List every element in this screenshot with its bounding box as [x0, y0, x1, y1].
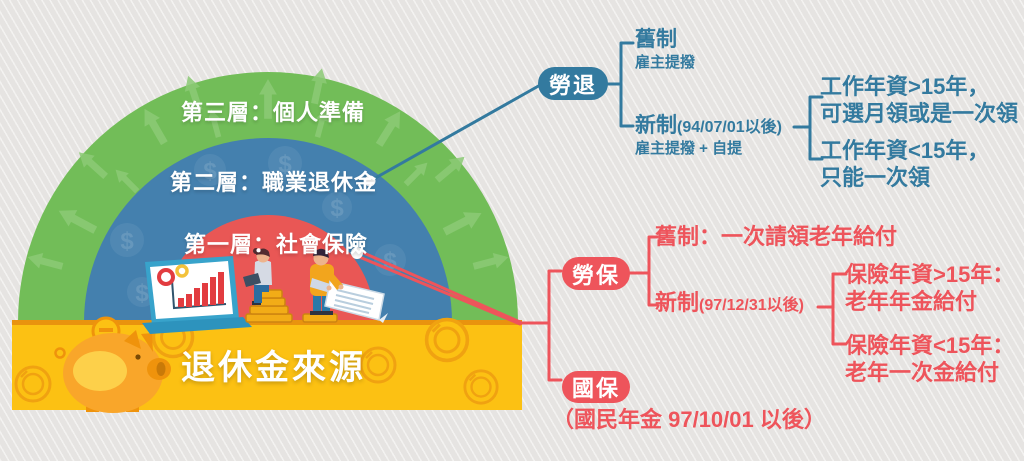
- laptop-chart-illustration: [142, 256, 252, 334]
- labor-insurance-lt15-line1: 保險年資<15年：: [845, 333, 1015, 358]
- labor-pension-new-row: 新制(94/07/01以後): [635, 113, 782, 138]
- layer1-label: 第一層：社會保險: [184, 232, 369, 257]
- labor-insurance-lt15-line2: 老年一次金給付: [845, 360, 1000, 385]
- labor-insurance-new-suffix: (97/12/31以後): [699, 297, 804, 315]
- svg-text:$: $: [278, 151, 292, 178]
- node-labor-insurance: 勞保: [562, 257, 630, 290]
- sitting-person-illustration: [243, 248, 293, 323]
- labor-pension-new-suffix: (94/07/01以後): [677, 119, 782, 136]
- piggy-bank-icon: [54, 316, 171, 413]
- layer2-label: 第二層：職業退休金: [170, 170, 378, 195]
- labor-insurance-old: 舊制：一次請領老年給付: [655, 224, 898, 249]
- labor-pension-old-title: 舊制: [635, 28, 677, 51]
- svg-text:$: $: [135, 280, 149, 307]
- labor-pension-gt15: 工作年資>15年， 可選月領或是一次領: [820, 73, 1018, 127]
- labor-pension-new-title: 新制: [635, 114, 677, 137]
- node-labor-pension: 勞退: [538, 67, 608, 100]
- labor-pension-lt15: 工作年資<15年， 只能一次領: [820, 137, 989, 191]
- labor-pension-lt15-line1: 工作年資<15年，: [820, 138, 990, 163]
- labor-insurance-gt15-line2: 老年年金給付: [845, 289, 978, 314]
- national-insurance-note: （國民年金 97/10/01 以後）: [552, 407, 826, 432]
- base-title: 退休金來源: [181, 349, 366, 387]
- layer3-label: 第三層：個人準備: [181, 100, 366, 125]
- labor-insurance-gt15-line1: 保險年資>15年：: [845, 262, 1015, 287]
- svg-text:$: $: [330, 195, 344, 222]
- svg-text:$: $: [203, 158, 217, 185]
- labor-insurance-new-title: 新制: [655, 290, 700, 315]
- labor-pension-gt15-line1: 工作年資>15年，: [820, 74, 990, 99]
- svg-text:$: $: [120, 228, 134, 255]
- labor-pension-lt15-line2: 只能一次領: [820, 165, 931, 190]
- labor-insurance-lt15: 保險年資<15年： 老年一次金給付: [845, 332, 1014, 386]
- labor-pension-new-subtitle: 雇主提撥 + 自提: [635, 140, 743, 157]
- labor-insurance-new-row: 新制(97/12/31以後): [655, 290, 804, 316]
- labor-pension-gt15-line2: 可選月領或是一次領: [820, 101, 1019, 126]
- labor-insurance-gt15: 保險年資>15年： 老年年金給付: [845, 261, 1014, 315]
- labor-pension-old-subtitle: 雇主提撥: [635, 54, 696, 71]
- svg-text:$: $: [383, 248, 397, 275]
- node-national-insurance: 國保: [562, 371, 630, 403]
